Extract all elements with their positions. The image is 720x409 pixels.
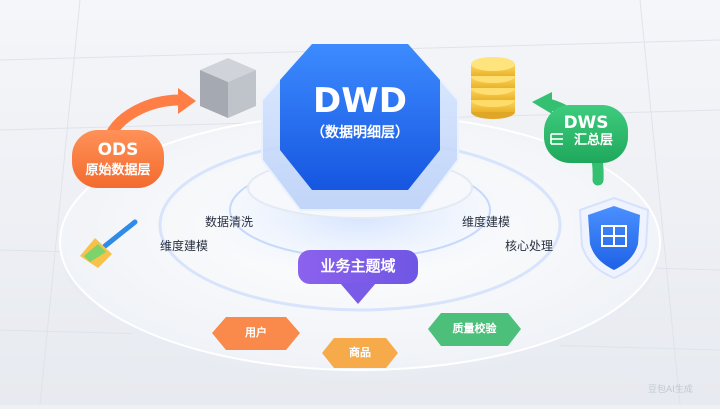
gold-coin-stack-icon xyxy=(471,57,515,119)
ods-badge xyxy=(72,130,164,188)
user-pill xyxy=(212,317,300,350)
dws-subtitle: 汇总层 xyxy=(574,133,614,148)
annotation-data-cleaning: 数据清洗 xyxy=(205,215,254,229)
center-subtitle: （数据明细层） xyxy=(311,125,409,141)
dws-title: DWS xyxy=(563,113,609,133)
dws-badge xyxy=(544,105,628,163)
stack-layers-icon xyxy=(550,133,563,145)
annotation-dimension-left: 维度建模 xyxy=(160,239,209,253)
domain-bubble-label: 业务主题域 xyxy=(320,257,396,275)
user-pill-label: 用户 xyxy=(245,326,267,339)
ods-title: ODS xyxy=(97,140,139,160)
annotation-dimension-right: 维度建模 xyxy=(462,215,511,229)
dws-arrow-head xyxy=(532,92,552,114)
ods-subtitle: 原始数据层 xyxy=(85,163,151,178)
center-title: DWD xyxy=(313,81,407,121)
center-octagon xyxy=(280,44,440,190)
product-pill xyxy=(322,338,398,368)
watermark: 豆包AI生成 xyxy=(648,385,693,395)
domain-bubble xyxy=(298,250,418,284)
broom-icon xyxy=(80,219,138,268)
quality-pill xyxy=(428,313,521,346)
ods-arrow-head xyxy=(178,88,196,114)
product-pill-label: 商品 xyxy=(349,346,371,359)
annotation-core-processing: 核心处理 xyxy=(505,239,554,253)
quality-pill-label: 质量校验 xyxy=(452,322,497,335)
domain-bubble-tail xyxy=(340,283,376,304)
gray-cube-icon xyxy=(200,58,256,118)
shield-grid-icon xyxy=(578,196,650,280)
